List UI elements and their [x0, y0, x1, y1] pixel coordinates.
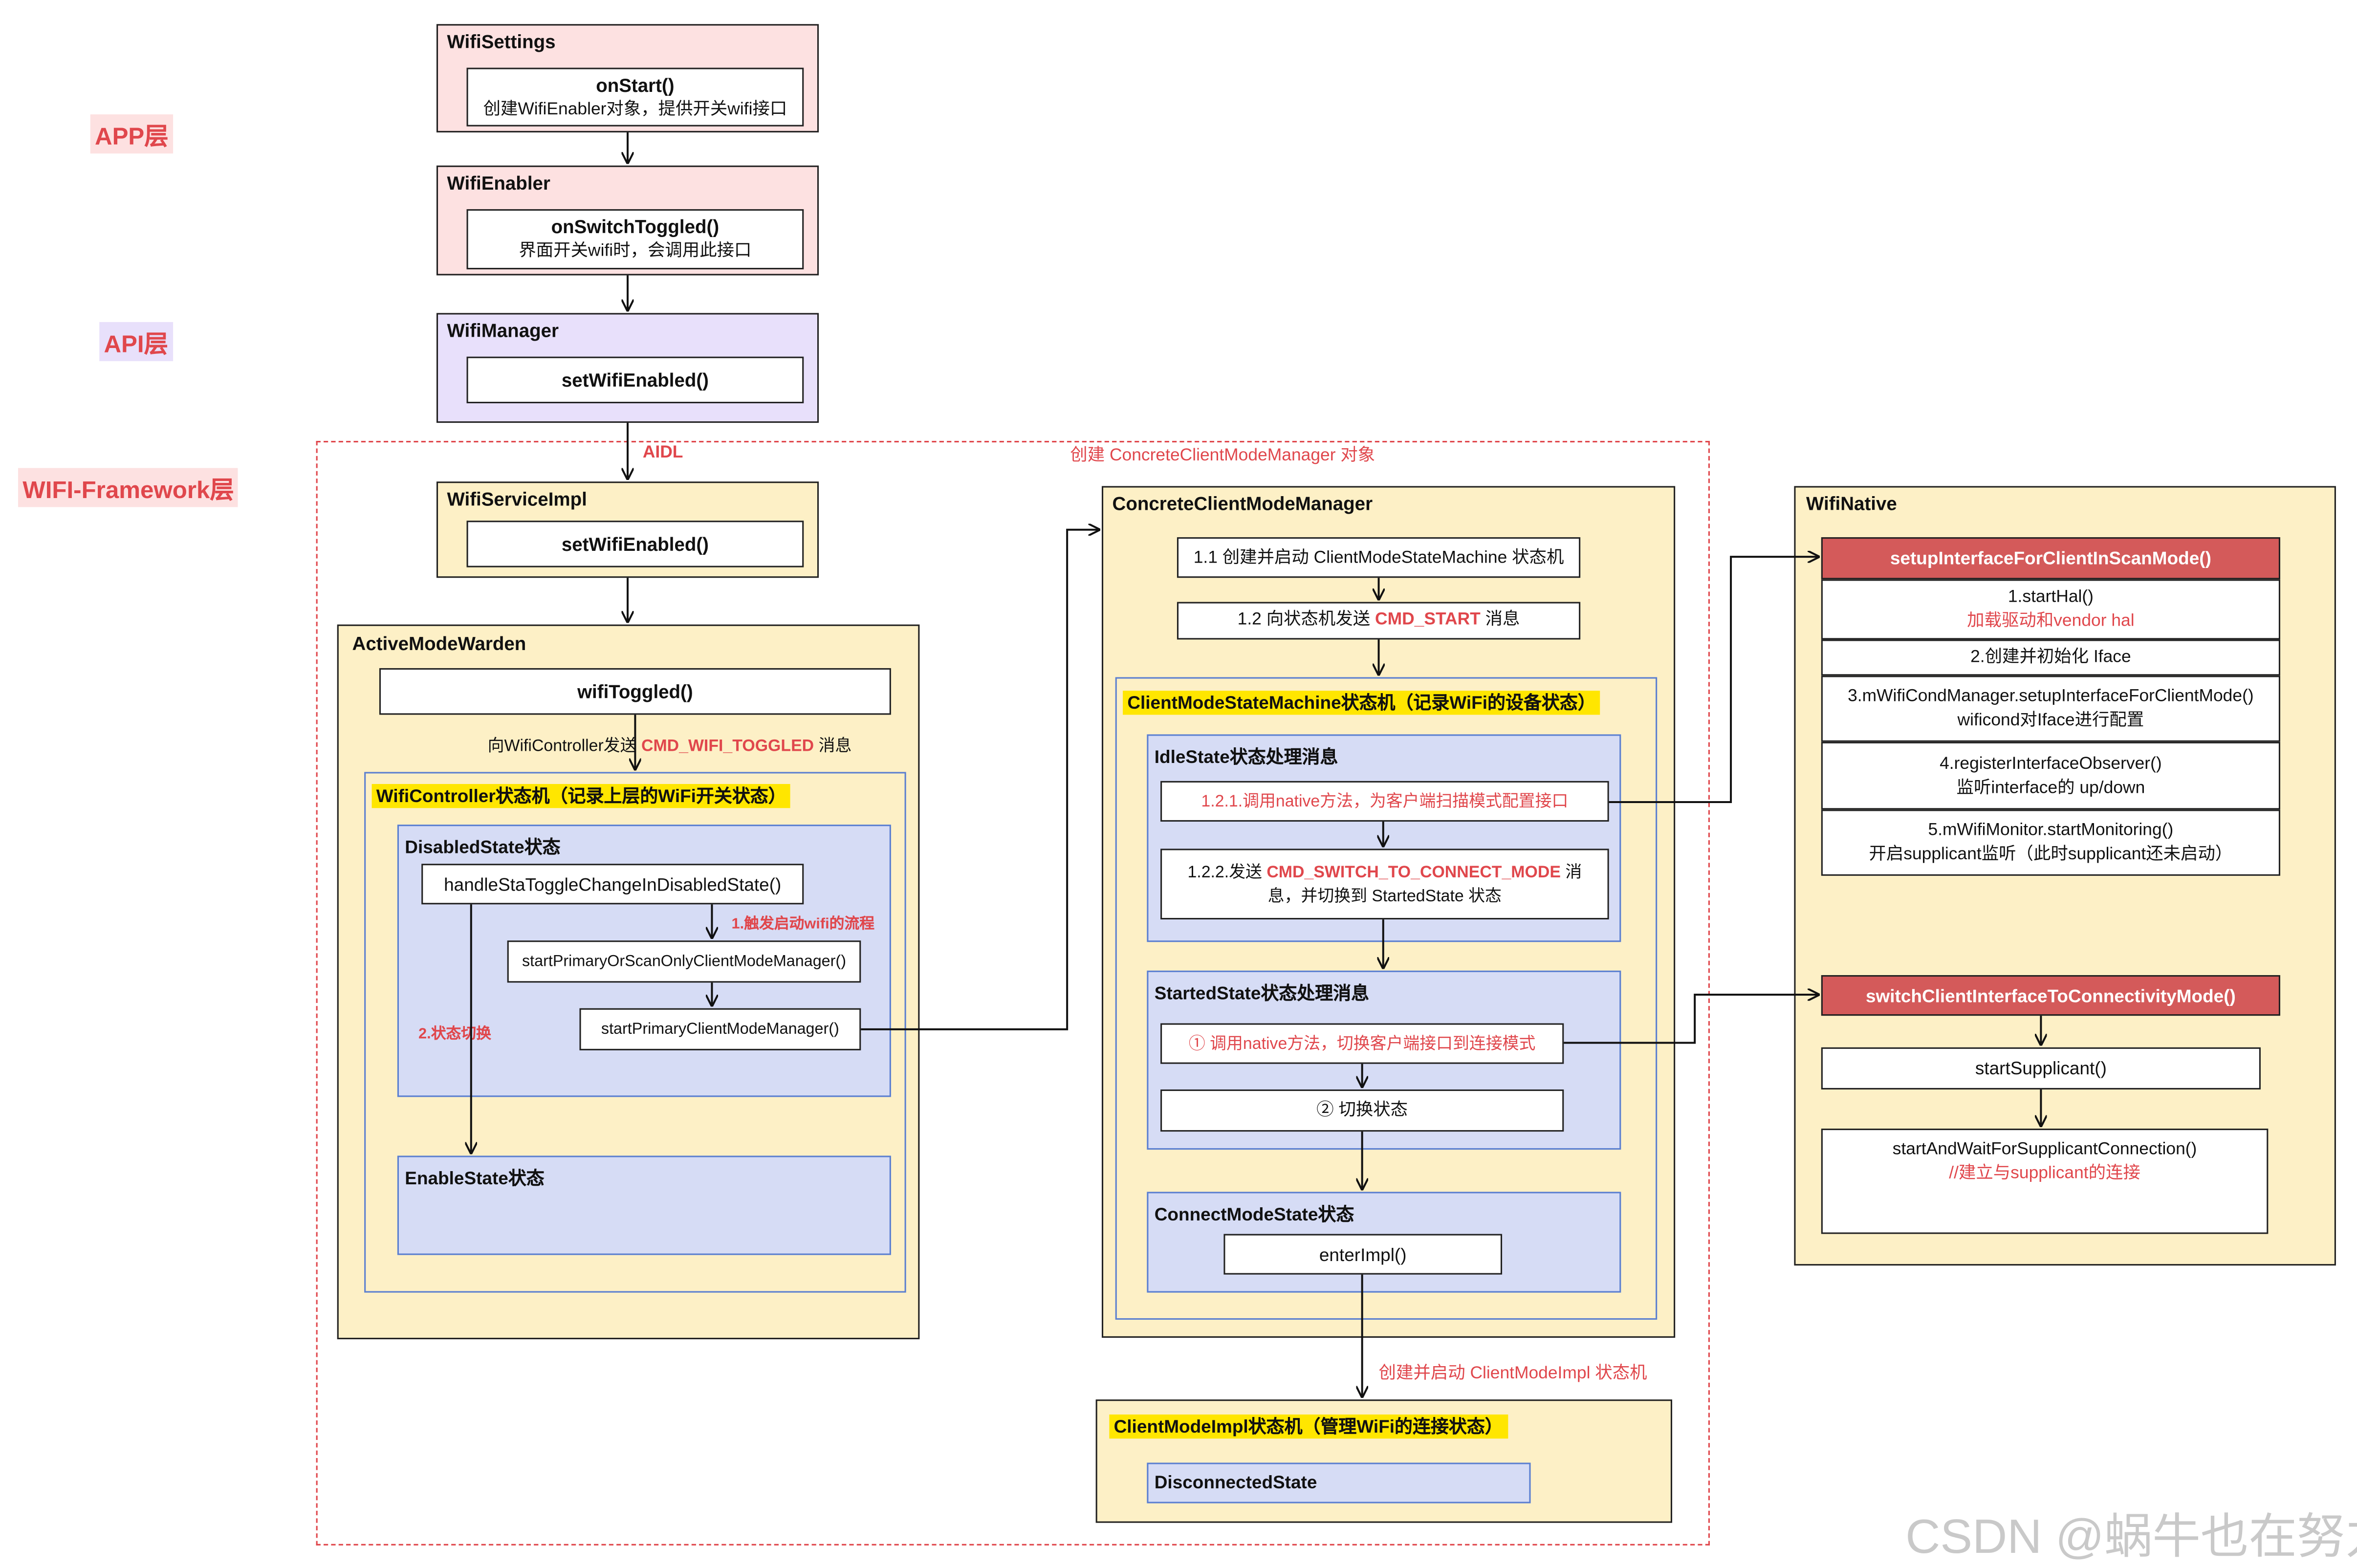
native-step-3-line1: 3.mWifiCondManager.setupInterfaceForClie… — [1848, 687, 2254, 706]
enter-impl-method: enterImpl() — [1319, 1243, 1407, 1265]
wifi-toggled-method: wifiToggled() — [577, 681, 693, 702]
native-step-1-line2: 加载驱动和vendor hal — [1967, 612, 2135, 631]
ccmm-step1-text: 1.1 创建并启动 ClientModeStateMachine 状态机 — [1193, 548, 1564, 567]
start-primary-client-method: startPrimaryClientModeManager() — [601, 1020, 839, 1039]
arrow-warden-to-ccmm — [861, 530, 1099, 1030]
wifi-controller-title: WifiController状态机（记录上层的WiFi开关状态） — [371, 784, 791, 808]
disabled-state-title: DisabledState状态 — [405, 836, 561, 858]
on-start-method: onStart() — [596, 74, 675, 96]
service-set-wifi-enabled-box: setWifiEnabled() — [466, 521, 804, 567]
native-step-3-line2: wificond对Iface进行配置 — [1957, 712, 2144, 730]
started-step-a-box: ① 调用native方法，切换客户端接口到连接模式 — [1160, 1023, 1564, 1064]
native-step-1-line1: 1.startHal() — [2008, 588, 2094, 607]
wifi-service-impl-title: WifiServiceImpl — [447, 489, 587, 510]
idle-step-b-prefix: 1.2.2.发送 — [1187, 863, 1267, 881]
on-start-box: onStart() 创建WifiEnabler对象，提供开关wifi接口 — [466, 67, 804, 127]
on-start-desc: 创建WifiEnabler对象，提供开关wifi接口 — [483, 100, 787, 118]
on-switch-toggled-box: onSwitchToggled() 界面开关wifi时，会调用此接口 — [466, 209, 804, 270]
setup-interface-header: setupInterfaceForClientInScanMode() — [1821, 537, 2280, 580]
started-step-b-text: ② 切换状态 — [1316, 1101, 1408, 1120]
handle-sta-toggle-box: handleStaToggleChangeInDisabledState() — [421, 864, 804, 905]
wifi-manager-title: WifiManager — [447, 320, 559, 342]
started-step-a-text: ① 调用native方法，切换客户端接口到连接模式 — [1188, 1034, 1536, 1053]
wait-supplicant-comment: //建立与supplicant的连接 — [1949, 1164, 2140, 1183]
ccmm-step2-box: 1.2 向状态机发送 CMD_START 消息 — [1177, 602, 1581, 640]
idle-state-title: IdleState状态处理消息 — [1154, 746, 1338, 768]
ccmm-step1-box: 1.1 创建并启动 ClientModeStateMachine 状态机 — [1177, 537, 1581, 578]
wifi-native-title: WifiNative — [1806, 493, 1897, 515]
native-step-4-line2: 监听interface的 up/down — [1956, 779, 2145, 797]
native-step-2-line1: 2.创建并初始化 Iface — [1970, 648, 2131, 667]
switch-connectivity-header: switchClientInterfaceToConnectivityMode(… — [1821, 975, 2280, 1016]
arrow-idle-to-native-setup — [1609, 557, 1818, 803]
wifi-toggled-box: wifiToggled() — [379, 668, 891, 715]
disconnected-state: DisconnectedState — [1147, 1462, 1531, 1503]
start-primary-client-box: startPrimaryClientModeManager() — [579, 1008, 861, 1050]
cmd-wifi-toggled: CMD_WIFI_TOGGLED — [641, 737, 814, 756]
create-client-mode-impl-note: 创建并启动 ClientModeImpl 状态机 — [1378, 1365, 1647, 1383]
ccmm-step2-prefix: 1.2 向状态机发送 — [1237, 610, 1375, 629]
start-supplicant-method: startSupplicant() — [1975, 1058, 2107, 1079]
wait-supplicant-box: startAndWaitForSupplicantConnection() //… — [1821, 1129, 2269, 1234]
native-step-2: 2.创建并初始化 Iface — [1821, 639, 2280, 676]
client-mode-impl-title: ClientModeImpl状态机（管理WiFi的连接状态） — [1109, 1414, 1508, 1439]
layer-label-app: APP层 — [90, 114, 173, 154]
flow1-label: 1.触发启动wifi的流程 — [731, 916, 875, 933]
idle-step-b-box: 1.2.2.发送 CMD_SWITCH_TO_CONNECT_MODE 消 息，… — [1160, 849, 1609, 920]
wifi-enabler-title: WifiEnabler — [447, 173, 550, 195]
on-switch-toggled-method: onSwitchToggled() — [551, 217, 720, 238]
wifi-toggled-message-suffix: 消息 — [814, 737, 852, 756]
wifi-toggled-message-prefix: 向WifiController发送 — [487, 737, 641, 756]
idle-step-b-line1: 1.2.2.发送 CMD_SWITCH_TO_CONNECT_MODE 消 — [1187, 860, 1582, 884]
client-mode-state-machine-title: ClientModeStateMachine状态机（记录WiFi的设备状态） — [1123, 691, 1600, 715]
disconnected-state-title: DisconnectedState — [1154, 1471, 1317, 1493]
layer-label-framework: WIFI-Framework层 — [18, 468, 239, 507]
flow2-label: 2.状态切换 — [418, 1026, 491, 1043]
start-primary-or-scan-box: startPrimaryOrScanOnlyClientModeManager(… — [507, 940, 861, 983]
arrow-started-to-native-switch — [1564, 995, 1818, 1044]
idle-step-b-line2: 息，并切换到 StartedState 状态 — [1267, 887, 1502, 905]
aidl-label: AIDL — [642, 444, 683, 462]
native-step-1: 1.startHal() 加载驱动和vendor hal — [1821, 579, 2280, 640]
native-step-5-line2: 开启supplicant监听（此时supplicant还未启动） — [1869, 846, 2233, 864]
idle-step-a-text: 1.2.1.调用native方法，为客户端扫描模式配置接口 — [1201, 792, 1569, 810]
ccmm-step2-suffix: 消息 — [1480, 610, 1520, 629]
started-step-b-box: ② 切换状态 — [1160, 1089, 1564, 1132]
manager-set-wifi-enabled-box: setWifiEnabled() — [466, 356, 804, 404]
handle-sta-toggle-method: handleStaToggleChangeInDisabledState() — [444, 873, 782, 895]
layer-label-api: API层 — [99, 322, 173, 361]
start-primary-or-scan-method: startPrimaryOrScanOnlyClientModeManager(… — [522, 952, 846, 971]
ccmm-title: ConcreteClientModeManager — [1112, 493, 1373, 515]
service-set-wifi-enabled-method: setWifiEnabled() — [561, 533, 709, 555]
manager-set-wifi-enabled-method: setWifiEnabled() — [561, 369, 709, 391]
wait-supplicant-method: startAndWaitForSupplicantConnection() — [1892, 1140, 2197, 1159]
wifi-toggled-message: 向WifiController发送 CMD_WIFI_TOGGLED 消息 — [488, 733, 852, 757]
cmd-switch-to-connect-mode: CMD_SWITCH_TO_CONNECT_MODE — [1266, 863, 1561, 881]
watermark: CSDN @蜗牛也在努力 — [1905, 1509, 2357, 1564]
enable-state-title: EnableState状态 — [405, 1168, 545, 1189]
idle-step-a-box: 1.2.1.调用native方法，为客户端扫描模式配置接口 — [1160, 781, 1609, 822]
framework-region — [316, 441, 1710, 1546]
enable-state: EnableState状态 — [397, 1155, 891, 1255]
idle-step-b-suffix: 消 — [1560, 863, 1582, 881]
native-step-4-line1: 4.registerInterfaceObserver() — [1940, 754, 2162, 773]
cmd-start: CMD_START — [1375, 610, 1481, 629]
enter-impl-box: enterImpl() — [1223, 1234, 1503, 1275]
native-step-5-line1: 5.mWifiMonitor.startMonitoring() — [1928, 821, 2174, 840]
framework-note: 创建 ConcreteClientModeManager 对象 — [1070, 447, 1375, 465]
native-step-5: 5.mWifiMonitor.startMonitoring() 开启suppl… — [1821, 809, 2280, 876]
on-switch-toggled-desc: 界面开关wifi时，会调用此接口 — [519, 242, 752, 261]
native-step-3: 3.mWifiCondManager.setupInterfaceForClie… — [1821, 675, 2280, 742]
active-mode-warden-title: ActiveModeWarden — [352, 633, 526, 655]
connect-mode-state-title: ConnectModeState状态 — [1154, 1203, 1354, 1225]
wifi-settings-title: WifiSettings — [447, 31, 556, 53]
start-supplicant-box: startSupplicant() — [1821, 1047, 2261, 1089]
started-state-title: StartedState状态处理消息 — [1154, 982, 1370, 1004]
native-step-4: 4.registerInterfaceObserver() 监听interfac… — [1821, 741, 2280, 810]
